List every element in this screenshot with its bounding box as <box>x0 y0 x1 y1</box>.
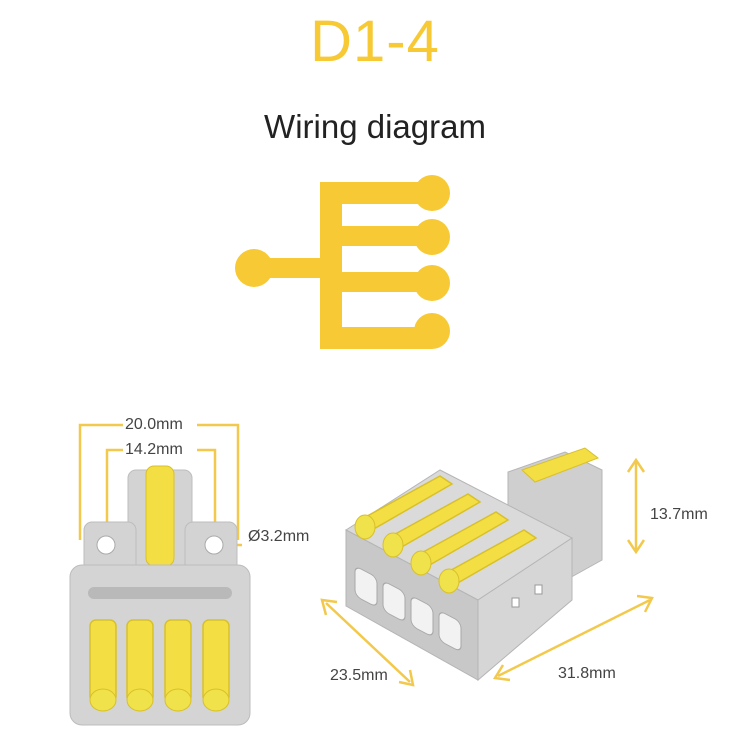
dim-outer-width: 20.0mm <box>125 416 183 433</box>
top-lever-tips <box>354 514 460 594</box>
perspective-dimension-lines <box>320 457 654 687</box>
right-mount-hole <box>204 535 224 555</box>
front-levers <box>89 619 230 703</box>
main-housing-side <box>477 537 573 682</box>
left-mount-hole <box>96 535 116 555</box>
front-lever-tips <box>89 688 230 712</box>
output-line-1 <box>320 182 432 204</box>
dim-inner-width: 14.2mm <box>125 441 183 458</box>
wire-hole-2 <box>382 582 406 621</box>
rear-lever <box>521 447 600 483</box>
wire-hole-4 <box>438 612 462 651</box>
dim-hole-diameter: Ø3.2mm <box>248 528 310 545</box>
wiring-diagram-title: Wiring diagram <box>264 108 486 145</box>
output-line-2 <box>320 226 432 246</box>
wire-hole-3 <box>410 597 434 636</box>
body-slot <box>88 587 232 599</box>
output-line-3 <box>320 272 432 292</box>
side-slot-2 <box>534 584 543 595</box>
top-levers <box>358 475 538 585</box>
dim-depth: 23.5mm <box>330 667 388 684</box>
output-terminal-1 <box>414 175 450 211</box>
bus-bar <box>320 182 342 349</box>
output-terminal-4 <box>414 313 450 349</box>
output-terminal-2 <box>414 219 450 255</box>
wire-entry-holes <box>354 567 462 651</box>
dim-height: 13.7mm <box>650 506 708 523</box>
input-line <box>254 258 326 278</box>
output-terminal-3 <box>414 265 450 301</box>
model-title: D1-4 <box>310 9 440 74</box>
output-line-4 <box>320 327 432 349</box>
wire-hole-1 <box>354 567 378 606</box>
dim-length: 31.8mm <box>558 665 616 682</box>
side-slot-1 <box>511 597 520 608</box>
